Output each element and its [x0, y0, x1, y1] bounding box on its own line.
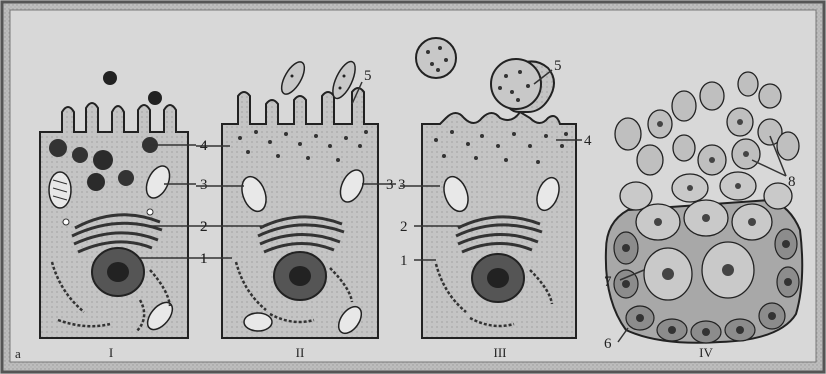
panel-3-label-4: 4: [584, 133, 592, 149]
panel-4-label-6: 6: [604, 336, 612, 352]
panel-3-label-2: 2: [400, 219, 408, 235]
panel-1-numeral: I: [109, 345, 113, 360]
panel-3-label-5: 5: [554, 58, 562, 74]
panel-4-label-7: 7: [604, 274, 612, 290]
panel-2-cell: [222, 58, 378, 338]
corner-mark: a: [15, 346, 21, 361]
panel-4-numeral: IV: [699, 345, 713, 360]
panel-1-label-3: 3: [200, 177, 208, 193]
panel-3-numeral: III: [494, 345, 507, 360]
panel-2-label-4: 4: [200, 138, 208, 154]
panel-4-label-8: 8: [788, 174, 796, 190]
panel-2-label-5: 5: [364, 68, 372, 84]
panel-1-cell: [40, 71, 188, 338]
panel-2-label-3: 3: [398, 177, 406, 193]
panel-2-label-2: 2: [200, 219, 208, 235]
panel-3-label-1: 1: [400, 253, 408, 269]
panel-2-label-1: 1: [200, 251, 208, 267]
panel-3-label-3: 3: [386, 177, 394, 193]
panel-2-numeral: II: [296, 345, 305, 360]
